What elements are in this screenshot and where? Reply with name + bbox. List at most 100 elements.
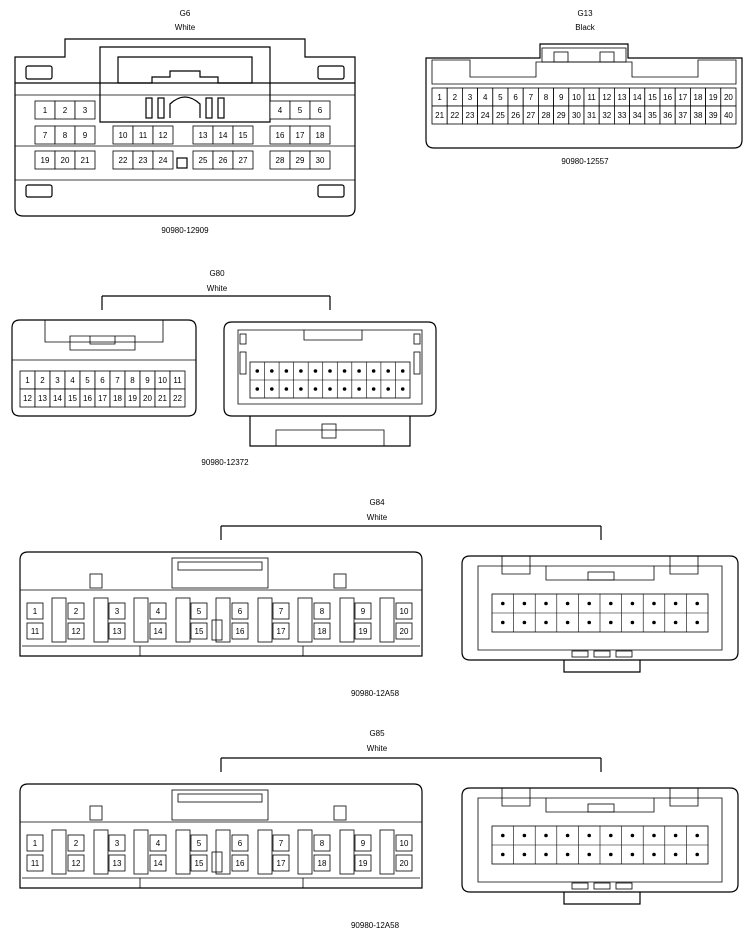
- g80-pin-number: 22: [173, 394, 182, 403]
- g84-rear-pin-dot: [609, 601, 613, 606]
- g6-pin-number: 1: [43, 106, 48, 115]
- g80-pin-number: 16: [83, 394, 92, 403]
- g13-pin-number: 18: [694, 93, 703, 102]
- g6-pin-number: 15: [239, 131, 248, 140]
- g80-rear-pin-dot: [284, 387, 289, 391]
- g85-pin-number: 11: [31, 859, 40, 868]
- g6-pin-number: 5: [298, 106, 303, 115]
- g85-pin-number: 14: [154, 859, 163, 868]
- g6-pin-number: 10: [119, 131, 128, 140]
- g80-pin-number: 20: [143, 394, 152, 403]
- g84-rear-pin-dot: [630, 620, 635, 625]
- g6-pin-cell: [74, 125, 96, 145]
- g84-pin-cell: [313, 622, 331, 640]
- g85-pin-cell: [149, 834, 167, 852]
- g80-pin-number: 2: [40, 376, 45, 385]
- g84-pin-number: 20: [400, 627, 409, 636]
- g85-pin-cell: [26, 834, 44, 852]
- g80-pin-dots: [249, 361, 411, 399]
- g84-rear-pin-dot: [652, 620, 656, 625]
- g84-rear-pin-dot: [522, 620, 527, 625]
- g85-rear-pin-dot: [501, 833, 505, 838]
- g85-rear-pin-dot: [630, 852, 635, 857]
- g13-pin-number: 40: [724, 111, 733, 120]
- g80-pin-number: 7: [115, 376, 120, 385]
- g85-rear-pin-dot: [652, 852, 656, 857]
- g85-color-label: White: [366, 744, 388, 753]
- g84-pin-cell: [149, 602, 167, 620]
- g80-pin-number: 5: [85, 376, 90, 385]
- g84-rear-pin-dot: [695, 601, 699, 606]
- g13-pin-number: 4: [483, 93, 488, 102]
- g85-pin-cell: [190, 854, 208, 872]
- g6-pin-number: 13: [199, 131, 208, 140]
- g84-pin-number: 18: [318, 627, 327, 636]
- g6-pin-number: 28: [276, 156, 285, 165]
- g84-pin-number: 8: [320, 607, 325, 616]
- g13-pin-number: 29: [557, 111, 566, 120]
- g85-pin-cell: [395, 854, 413, 872]
- g13-pin-number: 35: [648, 111, 657, 120]
- g13-pin-cell: [720, 105, 737, 125]
- g80-rear-pin-dot: [386, 387, 390, 391]
- g85-pin-number: 6: [238, 839, 243, 848]
- g6-pin-number: 25: [199, 156, 208, 165]
- g13-pin-number: 13: [618, 93, 627, 102]
- g84-rear-pin-dot: [587, 620, 591, 625]
- g84-pin-number: 4: [156, 607, 161, 616]
- g84-pin-number: 9: [361, 607, 366, 616]
- g80-connector: [11, 295, 437, 447]
- g80-pin-number: 21: [158, 394, 167, 403]
- g80-rear-pin-dot: [270, 387, 274, 391]
- g80-rear-pin-dot: [400, 387, 405, 391]
- g84-rear-pin-dot: [673, 601, 678, 606]
- g80-pin-number: 17: [98, 394, 107, 403]
- g6-pin-cell: [74, 150, 96, 170]
- g85-rear-pin-dot: [544, 852, 548, 857]
- g85-rear-view: [461, 787, 739, 905]
- g13-pin-number: 1: [437, 93, 442, 102]
- g85-pin-number: 7: [279, 839, 284, 848]
- g85-pin-cell: [108, 834, 126, 852]
- g84-part-label: 90980-12A58: [350, 689, 400, 698]
- g13-pin-number: 28: [542, 111, 551, 120]
- g85-rear-pin-dot: [609, 852, 613, 857]
- g84-pin-cell: [354, 602, 372, 620]
- g13-pin-number: 27: [526, 111, 535, 120]
- g80-pin-number: 8: [130, 376, 135, 385]
- g80-pin-number: 12: [23, 394, 32, 403]
- g84-pin-number: 3: [115, 607, 120, 616]
- g13-pin-number: 20: [724, 93, 733, 102]
- g80-rear-pin-dot: [342, 369, 347, 373]
- g85-rear-pin-dot: [522, 852, 527, 857]
- g85-part-label: 90980-12A58: [350, 921, 400, 930]
- g84-pin-cell: [272, 602, 290, 620]
- g6-pin-number: 20: [61, 156, 70, 165]
- g84-rear-pin-dot: [609, 620, 613, 625]
- g6-pin-number: 4: [278, 106, 283, 115]
- g13-pin-number: 34: [633, 111, 642, 120]
- g13-pin-number: 30: [572, 111, 581, 120]
- g13-pin-number: 39: [709, 111, 718, 120]
- g85-id-label: G85: [369, 729, 385, 738]
- g84-pin-number: 16: [236, 627, 245, 636]
- g84-pin-cell: [354, 622, 372, 640]
- g80-rear-pin-dot: [357, 387, 361, 391]
- g84-pin-cell: [231, 602, 249, 620]
- g13-color-label: Black: [575, 23, 595, 32]
- g6-pin-number: 17: [296, 131, 305, 140]
- g84-rear-view: [461, 555, 739, 673]
- g85-pin-cell: [313, 854, 331, 872]
- g85-pin-number: 2: [74, 839, 79, 848]
- g13-pin-number: 31: [587, 111, 596, 120]
- g13-pin-number: 21: [435, 111, 444, 120]
- g84-pin-number: 6: [238, 607, 243, 616]
- g13-pin-number: 24: [481, 111, 490, 120]
- g80-rear-pin-dot: [299, 387, 303, 391]
- g13-pin-number: 12: [602, 93, 611, 102]
- g13-pin-number: 17: [678, 93, 687, 102]
- g85-rear-pin-dot: [587, 833, 591, 838]
- g84-pin-cell: [67, 622, 85, 640]
